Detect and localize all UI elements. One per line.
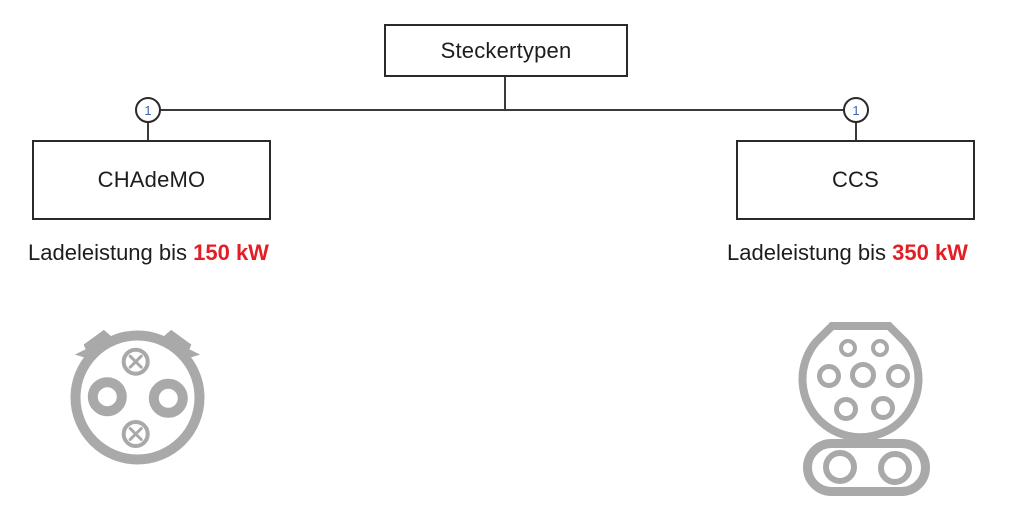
box-chademo: CHAdeMO: [32, 140, 271, 220]
chademo-power-value: 150 kW: [193, 240, 269, 265]
chademo-dc-pin-right: [148, 378, 188, 418]
index-marker-right-label: 1: [852, 102, 860, 118]
box-ccs: CCS: [736, 140, 975, 220]
index-marker-left-label: 1: [144, 102, 152, 118]
left-branch-stub-line: [147, 122, 149, 140]
ccs-combo-connector-icon: [798, 322, 930, 496]
ccs-pin-pe: [850, 362, 876, 388]
chademo-connector-icon: [70, 329, 205, 465]
diagram-title: Steckertypen: [440, 37, 572, 63]
ccs-power-value: 350 kW: [892, 240, 968, 265]
ccs-dc-housing: [803, 439, 930, 496]
index-marker-right: 1: [843, 97, 869, 123]
ccs-pin-n: [834, 397, 858, 421]
chademo-housing-circle: [70, 330, 205, 465]
chademo-signal-pin-top: [121, 347, 150, 376]
branch-horizontal-line: [148, 109, 857, 111]
ccs-label: CCS: [831, 167, 880, 192]
chademo-signal-pin-bottom: [121, 420, 150, 448]
ccs-pin-l1: [817, 364, 841, 388]
index-marker-left: 1: [135, 97, 161, 123]
right-branch-stub-line: [855, 122, 857, 140]
ccs-caption-prefix: Ladeleistung bis: [727, 240, 893, 265]
chademo-power-caption: Ladeleistung bis 150 kW: [28, 240, 269, 266]
ccs-pin-pp: [871, 339, 889, 357]
chademo-label: CHAdeMO: [97, 167, 206, 192]
ccs-dc-pin-minus: [823, 450, 857, 484]
ccs-power-caption: Ladeleistung bis 350 kW: [727, 240, 968, 266]
root-vertical-line: [504, 77, 506, 110]
ccs-pin-l2: [886, 364, 910, 388]
root-box-steckertypen: Steckertypen: [384, 24, 628, 77]
chademo-dc-pin-left: [87, 377, 127, 417]
ccs-pin-cp: [839, 339, 857, 357]
chademo-caption-prefix: Ladeleistung bis: [28, 240, 194, 265]
ccs-dc-pin-plus: [878, 451, 912, 485]
ccs-type2-housing: [798, 322, 923, 442]
ccs-pin-l3: [871, 396, 895, 420]
